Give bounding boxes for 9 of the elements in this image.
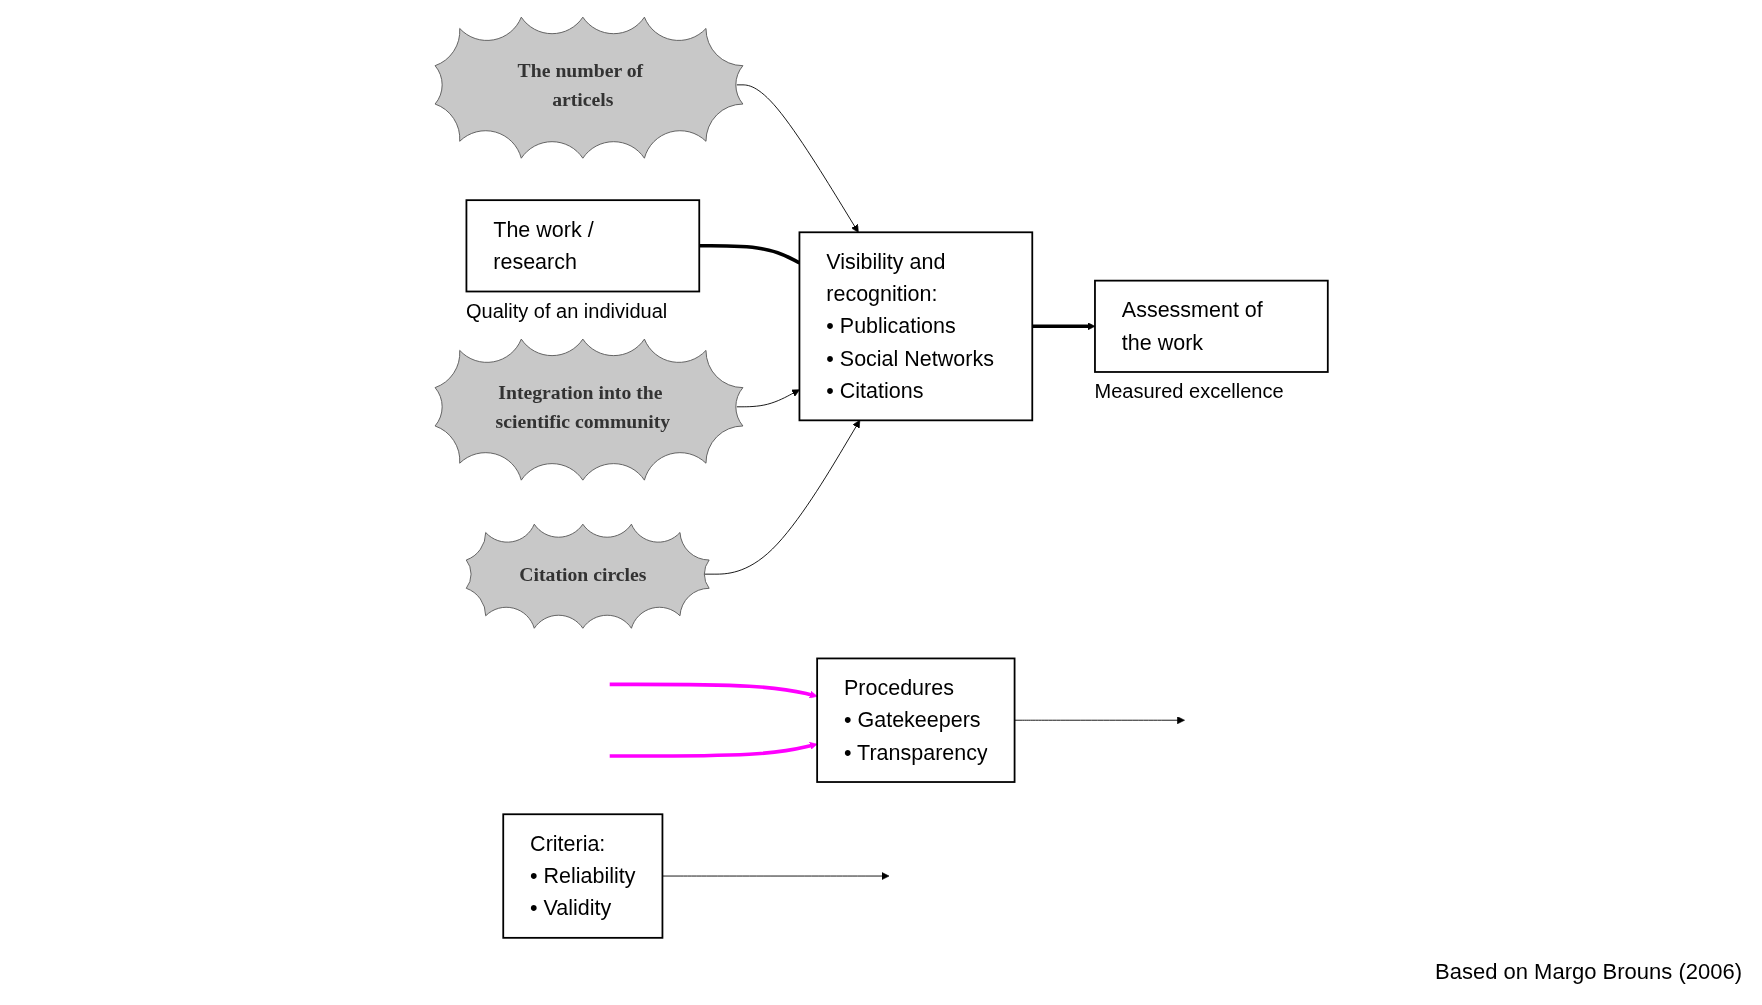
source-note: Based on Margo Brouns (2006): [1435, 959, 1742, 985]
node-box: Assessment of the work: [1093, 279, 1329, 373]
node-caption: Quality of an individual: [466, 299, 669, 323]
arrow: [1031, 322, 1095, 331]
node-caption: Measured excellence: [1094, 380, 1285, 403]
node-box: Procedures • Gatekeepers • Transparency: [815, 657, 1016, 783]
node-box: Visibility and recognition: • Publications • Social Networks • Citations: [798, 231, 1033, 422]
node-box: Criteria: • Reliability • Validity: [501, 813, 663, 939]
node-box: The work / research: [465, 199, 700, 293]
